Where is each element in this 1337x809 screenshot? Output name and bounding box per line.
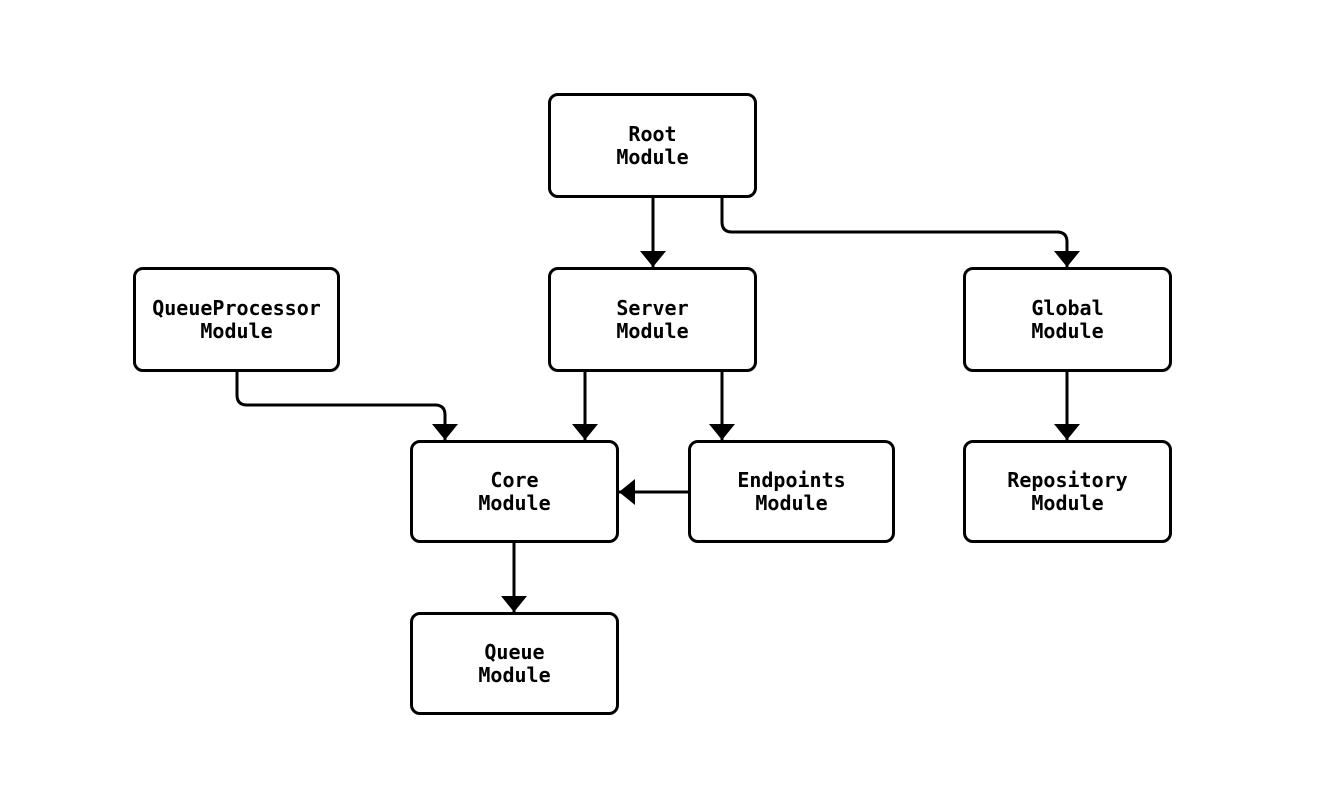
node-label-line: Module [1031,490,1104,515]
node-label-line: Root [628,121,677,146]
edge-queueprocessor-module-to-core-module [235,372,458,440]
node-label-line: Core [490,467,539,492]
edge-root-module-to-global-module [720,198,1080,267]
node-label-line: Module [478,662,551,687]
node-label-line: Module [478,490,551,515]
node-label-line: Global [1031,295,1104,320]
node-label-line: Repository [1007,467,1128,492]
node-label-line: Server [616,295,689,320]
edges-group [235,198,1080,612]
node-label-line: Endpoints [737,467,846,492]
node-label-line: Module [200,318,273,343]
node-label-line: Module [755,490,828,515]
node-label-line: Queue [484,639,545,664]
node-label-line: Module [616,144,689,169]
node-label-line: Module [616,318,689,343]
node-label-line: Module [1031,318,1104,343]
node-label-line: QueueProcessor [152,295,321,320]
